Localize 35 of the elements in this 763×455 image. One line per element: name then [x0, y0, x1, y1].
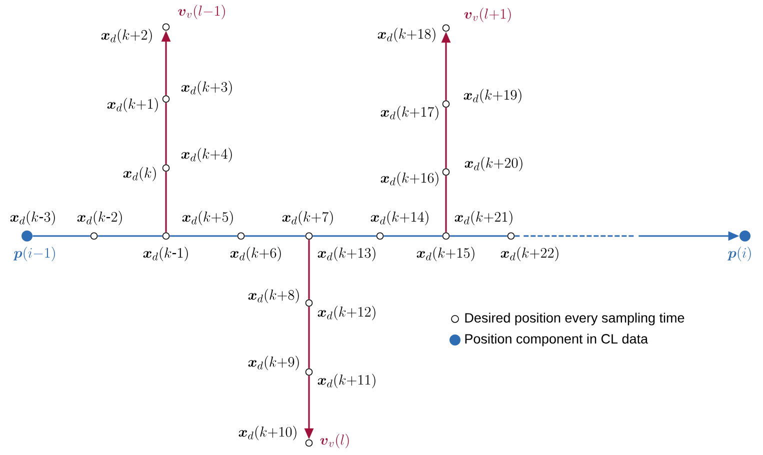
position-label: $\boldsymbol{x}_d(k{+}22)$	[500, 246, 558, 262]
position-label: $\boldsymbol{x}_d(k{+}18)$	[378, 28, 436, 42]
position-label: $\boldsymbol{v}_v(l)$	[320, 434, 349, 448]
position-label: $\boldsymbol{x}_d(k{+}20)$	[464, 156, 522, 172]
position-label: $\boldsymbol{x}_d(k{+}3)$	[181, 80, 232, 96]
position-dot	[22, 230, 32, 242]
position-label: $\boldsymbol{x}_d(k{+}19)$	[464, 88, 522, 104]
position-label: $\boldsymbol{x}_d(k{+}6)$	[230, 246, 281, 262]
position-label: $\boldsymbol{x}_d(k{+}5)$	[182, 210, 233, 226]
position-label: $\boldsymbol{x}_d(k{+}12)$	[318, 306, 376, 320]
legend-text: Desired position every sampling time	[465, 312, 684, 326]
position-label: $\boldsymbol{x}_d(k{+}10)$	[238, 426, 296, 440]
position-label: $\boldsymbol{x}_d(k{+}1)$	[107, 98, 158, 112]
position-label: $\boldsymbol{x}_d(k{+}17)$	[380, 106, 438, 120]
position-label: $\boldsymbol{p}(i{-}1)$	[13, 246, 55, 262]
position-label: $\boldsymbol{x}_d(k{+}9)$	[248, 356, 299, 370]
position-label: $\boldsymbol{x}_d(k{+}8)$	[248, 288, 299, 304]
position-label: $\boldsymbol{x}_d(k\text{-}2)$	[77, 210, 122, 226]
position-label: $\boldsymbol{x}_d(k{+}16)$	[380, 172, 438, 186]
position-label: $\boldsymbol{x}_d(k{+}4)$	[181, 148, 232, 162]
position-label: $\boldsymbol{v}_v(l{-}1)$	[178, 4, 225, 20]
position-label: $\boldsymbol{x}_d(k{+}2)$	[101, 28, 152, 44]
position-dot	[740, 230, 750, 242]
legend-text: Position component in CL data	[465, 334, 648, 346]
position-label: $\boldsymbol{x}_d(k{+}15)$	[416, 246, 474, 262]
position-label: $\boldsymbol{x}_d(k{+}13)$	[318, 246, 376, 262]
position-label: $\boldsymbol{v}_v(l{+}1)$	[464, 8, 511, 22]
position-label: $\boldsymbol{x}_d(k)$	[123, 166, 156, 182]
position-label: $\boldsymbol{x}_d(k{+}7)$	[282, 210, 333, 226]
position-label: $\boldsymbol{x}_d(k{+}11)$	[318, 374, 376, 388]
position-label: $\boldsymbol{x}_d(k\text{-}3)$	[10, 210, 55, 226]
position-label: $\boldsymbol{x}_d(k\text{-}1)$	[143, 246, 188, 262]
position-label: $\boldsymbol{p}(i)$	[728, 246, 751, 262]
position-label: $\boldsymbol{x}_d(k{+}21)$	[454, 210, 512, 226]
position-label: $\boldsymbol{x}_d(k{+}14)$	[370, 210, 428, 226]
